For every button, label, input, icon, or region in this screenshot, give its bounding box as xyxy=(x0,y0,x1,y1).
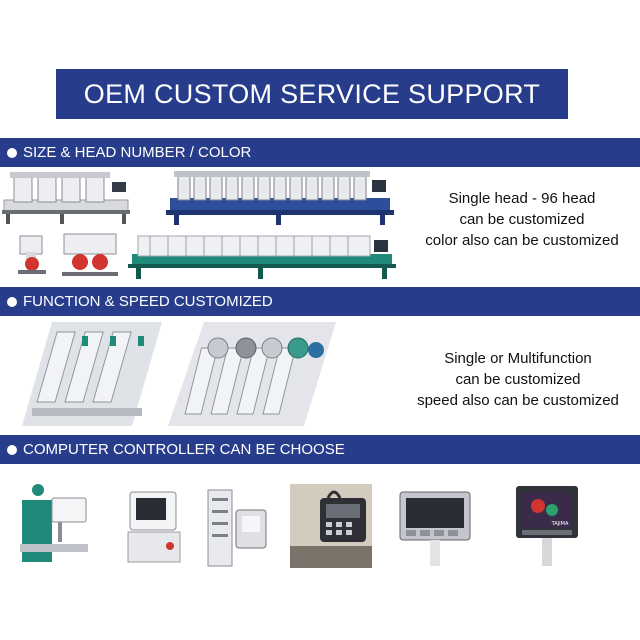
single-head-machine-image xyxy=(12,232,52,276)
controller-tajima-display-image: TAJIMA xyxy=(514,484,580,568)
section-function-description: Single or Multifunction can be customize… xyxy=(398,348,638,411)
section-function-speed: FUNCTION & SPEED CUSTOMIZED xyxy=(0,287,640,316)
description-line: color also can be customized xyxy=(425,232,619,249)
controller-keypad-image xyxy=(290,484,372,568)
multifunction-head-image xyxy=(168,322,336,426)
section-size-description: Single head - 96 head can be customized … xyxy=(404,188,640,251)
two-head-machine-image xyxy=(60,230,120,278)
bullet-icon xyxy=(7,296,17,307)
description-line: can be customized xyxy=(459,211,585,228)
svg-text:TAJIMA: TAJIMA xyxy=(551,521,569,527)
four-head-machine-image xyxy=(0,170,132,226)
controller-control-box-image xyxy=(204,488,268,568)
bullet-icon xyxy=(7,444,17,455)
controller-touchscreen-image xyxy=(398,490,472,568)
section-heading: COMPUTER CONTROLLER CAN BE CHOOSE xyxy=(23,441,345,458)
controller-tablet-on-machine-image xyxy=(18,478,90,568)
multi-head-closeup-image xyxy=(22,322,162,426)
description-line: Single or Multifunction xyxy=(444,350,592,367)
twelve-head-machine-image xyxy=(164,168,396,226)
section-heading: SIZE & HEAD NUMBER / COLOR xyxy=(23,144,252,161)
section-size-head-color: SIZE & HEAD NUMBER / COLOR xyxy=(0,138,640,167)
description-line: speed also can be customized xyxy=(417,392,619,409)
bullet-icon xyxy=(7,147,17,158)
section-heading: FUNCTION & SPEED CUSTOMIZED xyxy=(23,293,273,310)
description-line: Single head - 96 head xyxy=(448,190,596,207)
page-title: OEM CUSTOM SERVICE SUPPORT xyxy=(56,69,568,119)
description-line: can be customized xyxy=(455,371,581,388)
controller-white-panel-image xyxy=(126,490,182,566)
section-computer-controller: COMPUTER CONTROLLER CAN BE CHOOSE xyxy=(0,435,640,464)
sequin-machine-image xyxy=(128,228,396,280)
